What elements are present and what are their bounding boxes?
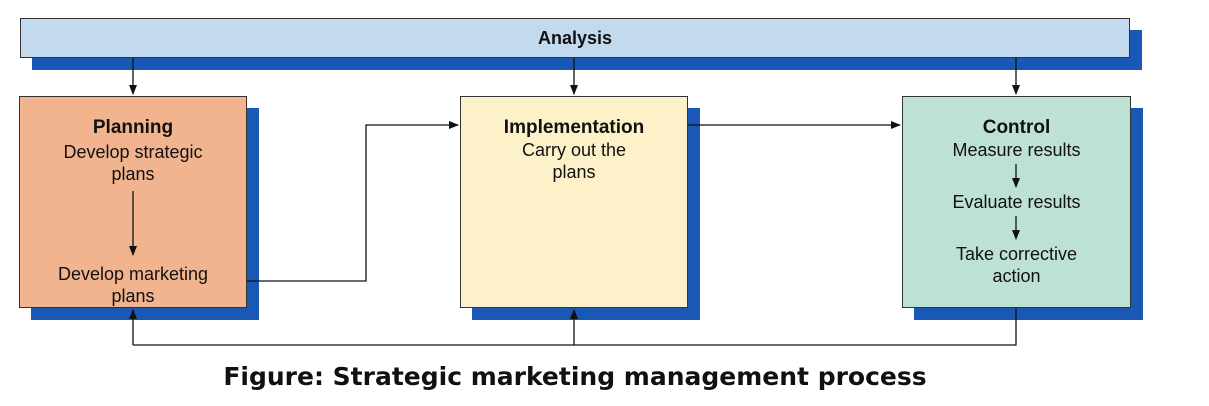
planning-box: Planning Develop strategic plans Develop… xyxy=(19,96,247,308)
control-step-corrective-line1: Take corrective xyxy=(955,244,1078,264)
planning-step1-line2: plans xyxy=(111,164,155,184)
control-step-evaluate: Evaluate results xyxy=(952,192,1081,212)
planning-down-arrow xyxy=(129,191,137,256)
control-title: Control xyxy=(982,117,1051,138)
planning-step2-line2: plans xyxy=(111,286,155,306)
control-box: Control Measure results Evaluate results… xyxy=(902,96,1131,308)
planning-step1-line1: Develop strategic xyxy=(63,142,203,162)
implementation-title: Implementation xyxy=(503,117,645,138)
planning-step2-line1: Develop marketing xyxy=(57,264,209,284)
implementation-line2: plans xyxy=(552,162,596,182)
control-down-arrow-2 xyxy=(1012,216,1020,240)
control-step-corrective-line2: action xyxy=(992,266,1041,286)
analysis-label: Analysis xyxy=(537,27,613,48)
planning-title: Planning xyxy=(92,117,174,138)
figure-caption: Figure: Strategic marketing management p… xyxy=(223,362,927,391)
implementation-line1: Carry out the xyxy=(521,140,627,160)
analysis-bar: Analysis xyxy=(20,18,1130,58)
feedback-line xyxy=(133,308,1017,346)
control-down-arrow-1 xyxy=(1012,164,1020,188)
control-step-measure: Measure results xyxy=(952,140,1081,160)
implementation-box: Implementation Carry out the plans xyxy=(460,96,688,308)
planning-to-implementation-arrow xyxy=(247,121,459,282)
